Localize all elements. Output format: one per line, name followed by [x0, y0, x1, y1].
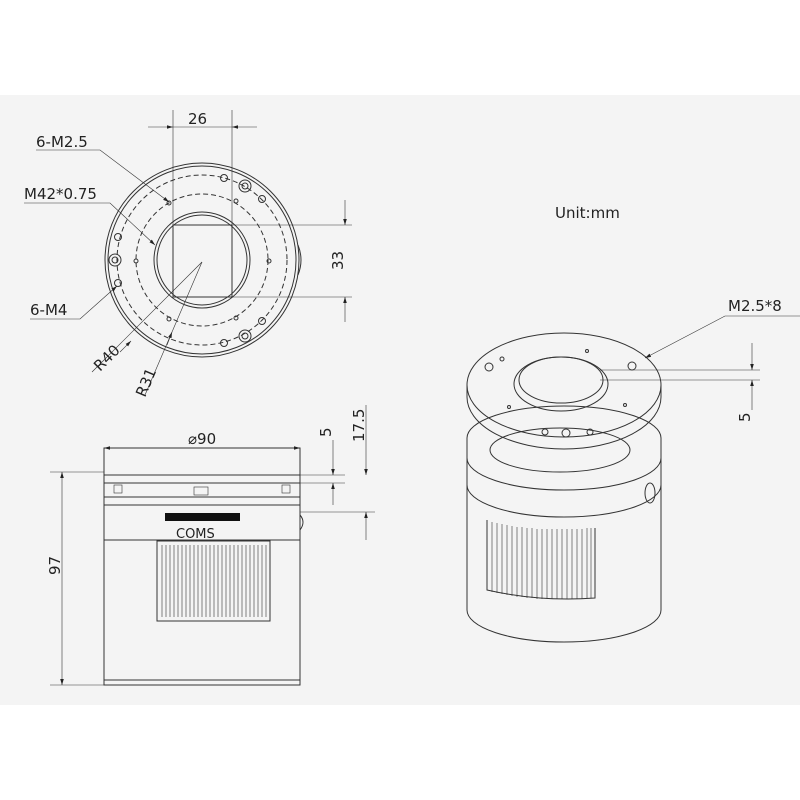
- sensor-bar: [165, 513, 240, 521]
- mounting-holes: [108, 174, 272, 347]
- dim-height-label: 33: [329, 251, 347, 270]
- radius-r31-label: R31: [132, 365, 160, 399]
- unit-label: Unit:mm: [555, 204, 620, 222]
- radius-r40-label: R40: [90, 341, 124, 375]
- front-view: 26 33 6-M2.5 M42*0.75 6-M4 R40 R31: [24, 110, 352, 400]
- side-view: COMS ⌀90 97 5 17.5: [46, 405, 375, 686]
- dim-top-label: 5: [317, 427, 335, 437]
- drawing-background: [0, 95, 800, 705]
- sensor-label: COMS: [176, 527, 215, 542]
- callout-m42-thread: M42*0.75: [24, 185, 97, 203]
- callout-6-m4: 6-M4: [30, 301, 67, 319]
- height-label: 97: [46, 556, 64, 575]
- heatsink-fins: [161, 545, 267, 617]
- callout-6-m2-5: 6-M2.5: [36, 133, 88, 151]
- diameter-label: ⌀90: [188, 430, 216, 448]
- isometric-view: M2.5*8 5: [466, 297, 800, 643]
- dim-depth-label: 5: [736, 412, 754, 422]
- dim-width-label: 26: [188, 110, 207, 128]
- screw-callout: M2.5*8: [728, 297, 782, 315]
- dim-flange-label: 17.5: [350, 409, 368, 442]
